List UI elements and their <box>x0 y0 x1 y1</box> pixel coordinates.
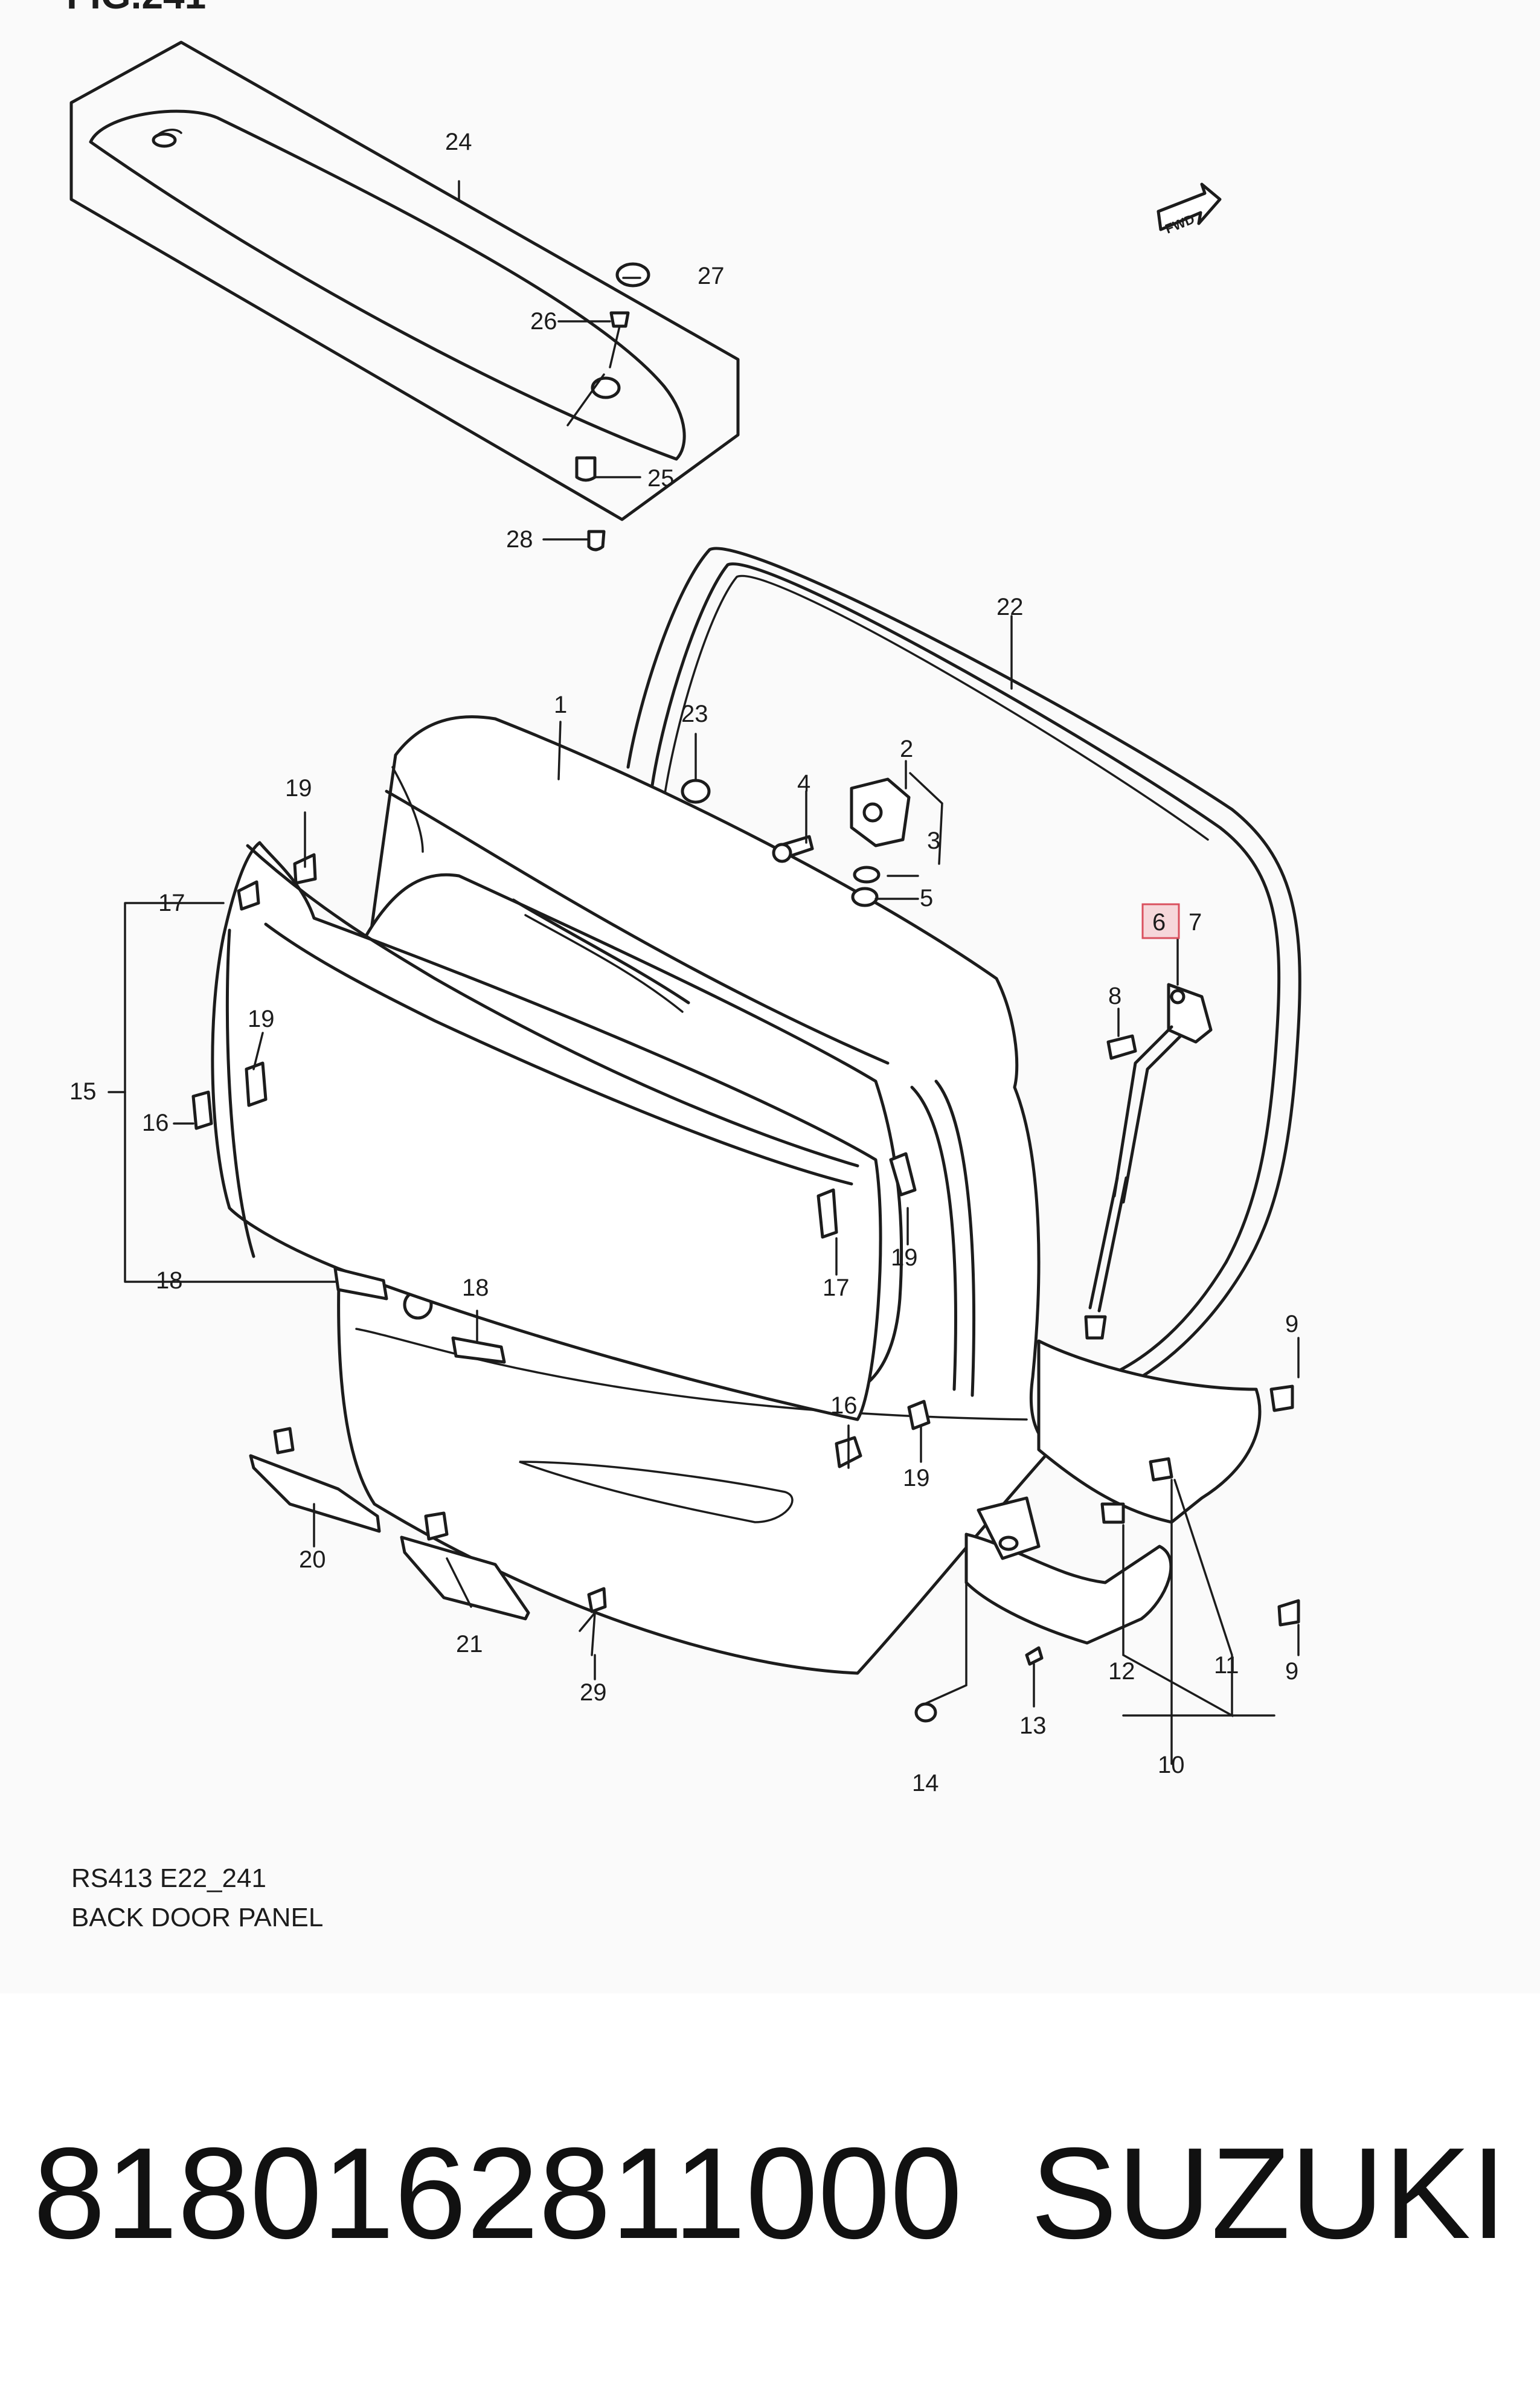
footer-bar: 8180162811000 SUZUKI <box>33 2126 1507 2259</box>
callout-7: 7 <box>1189 909 1202 936</box>
diagram-code: RS413 E22_241 <box>71 1863 266 1893</box>
callout-5: 5 <box>920 885 933 911</box>
callout-labels: 24 27 26 25 28 22 1 23 2 4 3 5 6 7 8 19 … <box>69 129 1298 1796</box>
callout-19-d: 19 <box>903 1465 930 1491</box>
callout-13: 13 <box>1019 1712 1047 1739</box>
part-number: 8180162811000 <box>33 2120 963 2266</box>
handle-and-lamp <box>249 1427 607 1656</box>
leader-lines <box>107 180 1300 1765</box>
callout-26: 25 <box>647 465 675 492</box>
callout-17-a: 17 <box>158 890 185 916</box>
callout-9-b: 9 <box>1285 1658 1298 1685</box>
callout-6-highlighted: 6 <box>1152 909 1166 936</box>
callout-4: 4 <box>797 770 810 797</box>
parts-diagram: FIG.241 FWD <box>66 0 1301 1932</box>
callout-19-b: 19 <box>248 1006 275 1032</box>
callout-3: 3 <box>927 828 940 854</box>
callout-24: 23 <box>681 701 708 727</box>
exploded-view-drawing: FIG.241 FWD <box>66 0 1301 1796</box>
fwd-arrow-icon: FWD <box>1157 182 1222 237</box>
callout-16-b: 16 <box>830 1392 858 1419</box>
callout-18-a: 18 <box>156 1267 183 1294</box>
callout-28: 27 <box>698 263 725 289</box>
callout-1: 1 <box>554 692 567 718</box>
gas-strut <box>1084 983 1213 1340</box>
callout-23: 22 <box>996 594 1024 620</box>
glass-spacers <box>191 853 931 1468</box>
callout-2: 2 <box>900 736 913 762</box>
callout-25: 24 <box>445 129 472 155</box>
callout-20: 20 <box>299 1546 326 1573</box>
callout-14: 14 <box>912 1770 939 1796</box>
hinge-assembly <box>772 772 943 907</box>
callout-18-b: 18 <box>462 1275 489 1301</box>
fastener-parts-top <box>566 262 650 551</box>
callout-27: 26 <box>530 308 557 335</box>
callout-19-a: 19 <box>285 775 312 802</box>
weatherstrip-seal <box>626 547 1301 1391</box>
callout-22: 29 <box>580 1679 607 1706</box>
callout-17-b: 17 <box>823 1275 850 1301</box>
highlight-box <box>1141 903 1180 939</box>
lower-trim <box>914 1339 1300 1723</box>
callout-12: 12 <box>1108 1658 1135 1685</box>
callout-11: 11 <box>1214 1652 1239 1679</box>
callout-10: 10 <box>1158 1752 1185 1778</box>
callout-16-a: 16 <box>142 1110 169 1136</box>
spoiler-assembly <box>69 40 740 521</box>
callout-21: 21 <box>456 1631 483 1657</box>
callout-29: 28 <box>506 526 533 553</box>
callout-19-c: 19 <box>891 1244 918 1271</box>
callout-15: 15 <box>69 1078 97 1105</box>
callout-9-a: 9 <box>1285 1311 1298 1337</box>
rubber-bumper <box>681 779 711 804</box>
brand-name: SUZUKI <box>1030 2120 1507 2266</box>
diagram-title: BACK DOOR PANEL <box>71 1903 324 1932</box>
rear-glass-frame <box>211 841 882 1421</box>
callout-8: 8 <box>1108 983 1121 1009</box>
figure-label: FIG.241 <box>66 0 206 17</box>
